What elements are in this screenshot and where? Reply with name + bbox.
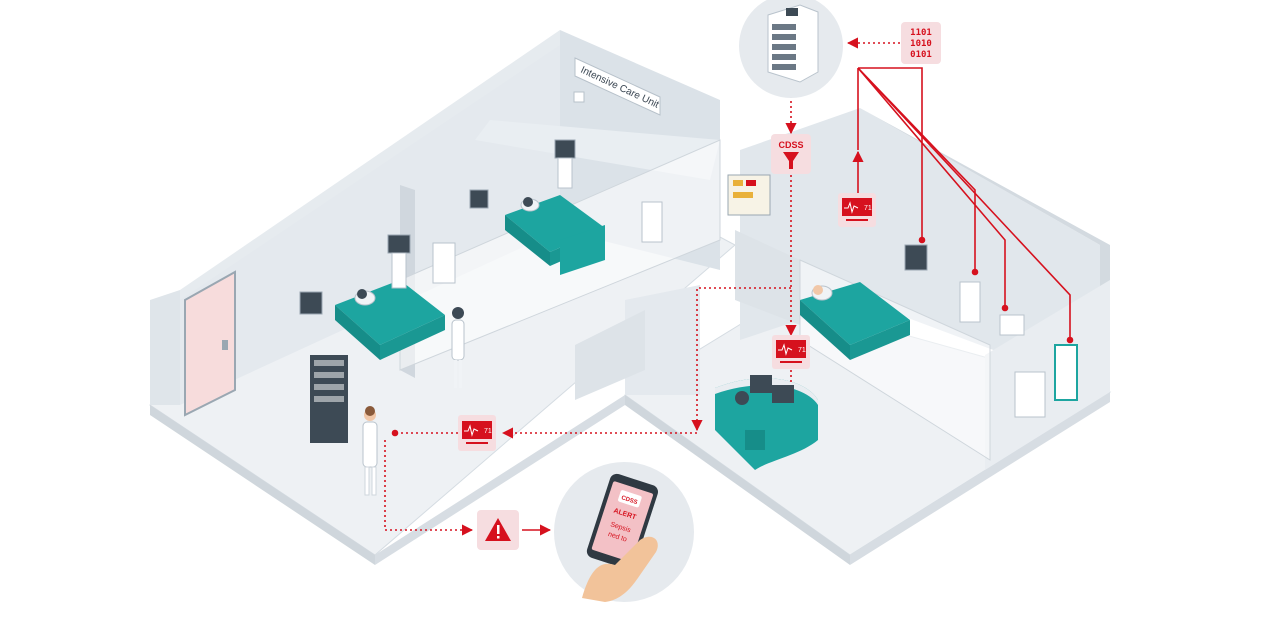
nurse-figure: [451, 307, 465, 388]
vital-monitor-badge-corridor: 71: [458, 415, 496, 451]
warning-triangle-icon: [485, 518, 511, 541]
medical-equipment: [299, 174, 1078, 443]
data-flow-lines: [384, 37, 1074, 536]
binary-data-node: 1101 1010 0101: [901, 22, 941, 64]
hand-graphic: [582, 536, 658, 602]
phone-cdss-badge: CDSS: [620, 495, 638, 506]
entrance-door: [184, 270, 236, 417]
server-rack-icon: [767, 4, 819, 83]
vital-value: 71: [798, 347, 806, 354]
cdss-node: CDSS: [771, 134, 811, 174]
server-node: [739, 0, 843, 98]
vital-monitor-badge-bed: 71: [838, 193, 876, 227]
doctor-figure: [362, 406, 378, 496]
nurse-station: [715, 375, 818, 470]
bed-room-2: [505, 139, 605, 275]
vital-monitor-badge-station: 71: [772, 335, 810, 369]
binary-line: 1101: [910, 28, 932, 38]
funnel-icon: [783, 152, 799, 169]
ecg-waveform-icon: [778, 343, 793, 356]
ecg-waveform-icon: [844, 201, 859, 214]
cdss-label: CDSS: [778, 140, 803, 150]
bed-room-1: [335, 234, 445, 360]
binary-line: 1010: [910, 39, 932, 49]
vital-value: 71: [484, 428, 492, 435]
bed-room-3: [800, 282, 910, 360]
phone-node: CDSS ALERT Sepsis ned to: [554, 462, 694, 602]
alert-node: [477, 510, 519, 550]
binary-line: 0101: [910, 50, 932, 60]
ecg-waveform-icon: [464, 424, 479, 437]
vital-value: 71: [864, 205, 872, 212]
